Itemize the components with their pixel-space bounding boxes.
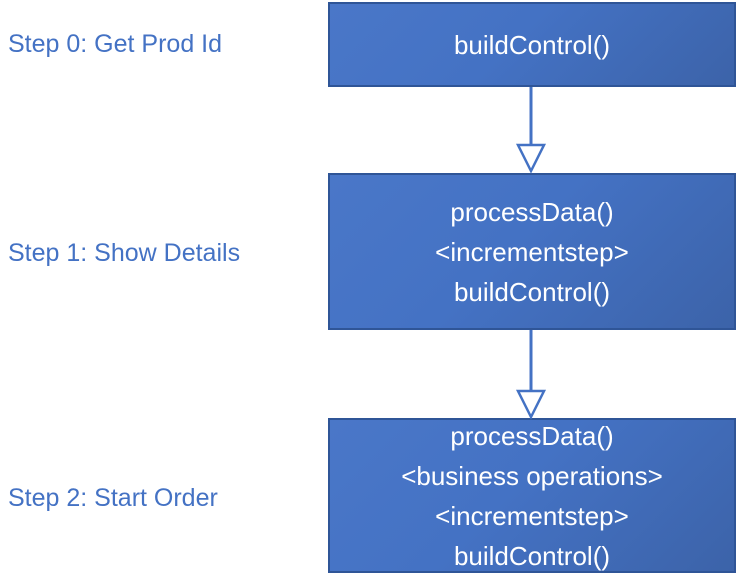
step-label-2: Step 2: Start Order [8,484,218,512]
step-label-0: Step 0: Get Prod Id [8,30,223,58]
box-line: <incrementstep> [435,500,629,531]
step-box-0: buildControl() [328,2,736,87]
step-label-1: Step 1: Show Details [8,239,241,267]
box-line: processData() [450,420,614,451]
box-line: <incrementstep> [435,236,629,267]
box-line: processData() [450,196,614,227]
box-line: buildControl() [453,29,611,60]
box-line: buildControl() [453,540,611,571]
box-line: <business operations> [401,460,663,491]
step-box-2: processData() <business operations> <inc… [328,418,736,573]
arrow-down-icon [515,87,547,174]
arrow-down-icon [515,330,547,420]
box-line: buildControl() [453,276,611,307]
step-box-1: processData() <incrementstep> buildContr… [328,173,736,330]
